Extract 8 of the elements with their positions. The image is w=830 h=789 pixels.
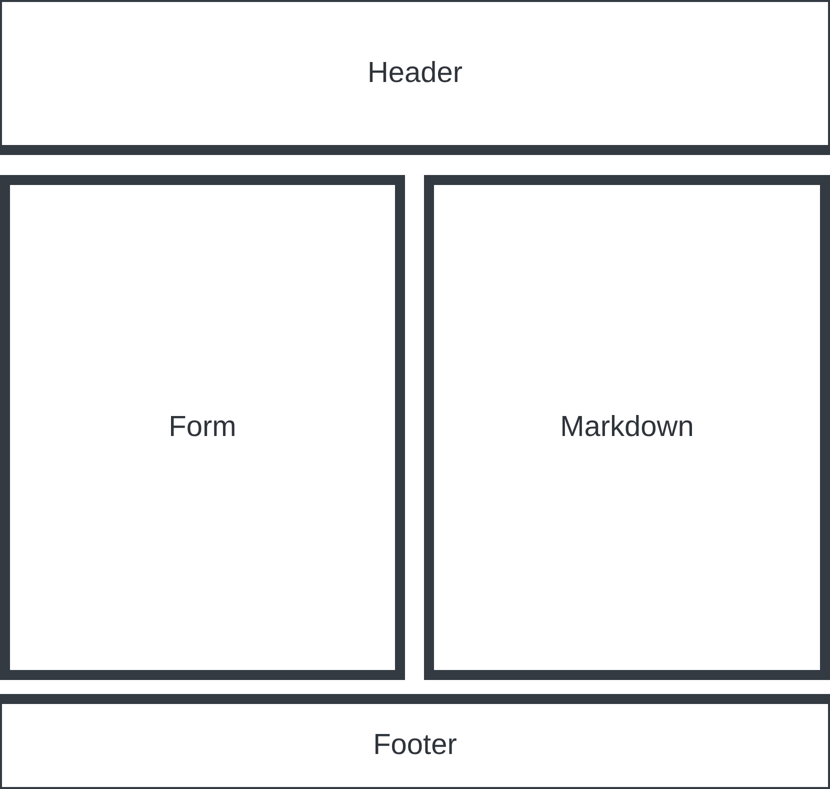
footer-region-box xyxy=(0,694,830,789)
region-label: Form xyxy=(168,411,236,444)
region-label: Footer xyxy=(373,729,457,762)
header-region-box xyxy=(0,0,830,155)
region-label: Markdown xyxy=(560,411,694,444)
form-panel-box xyxy=(0,175,405,680)
region-label: Header xyxy=(367,57,463,90)
markdown-panel-box xyxy=(424,175,830,680)
